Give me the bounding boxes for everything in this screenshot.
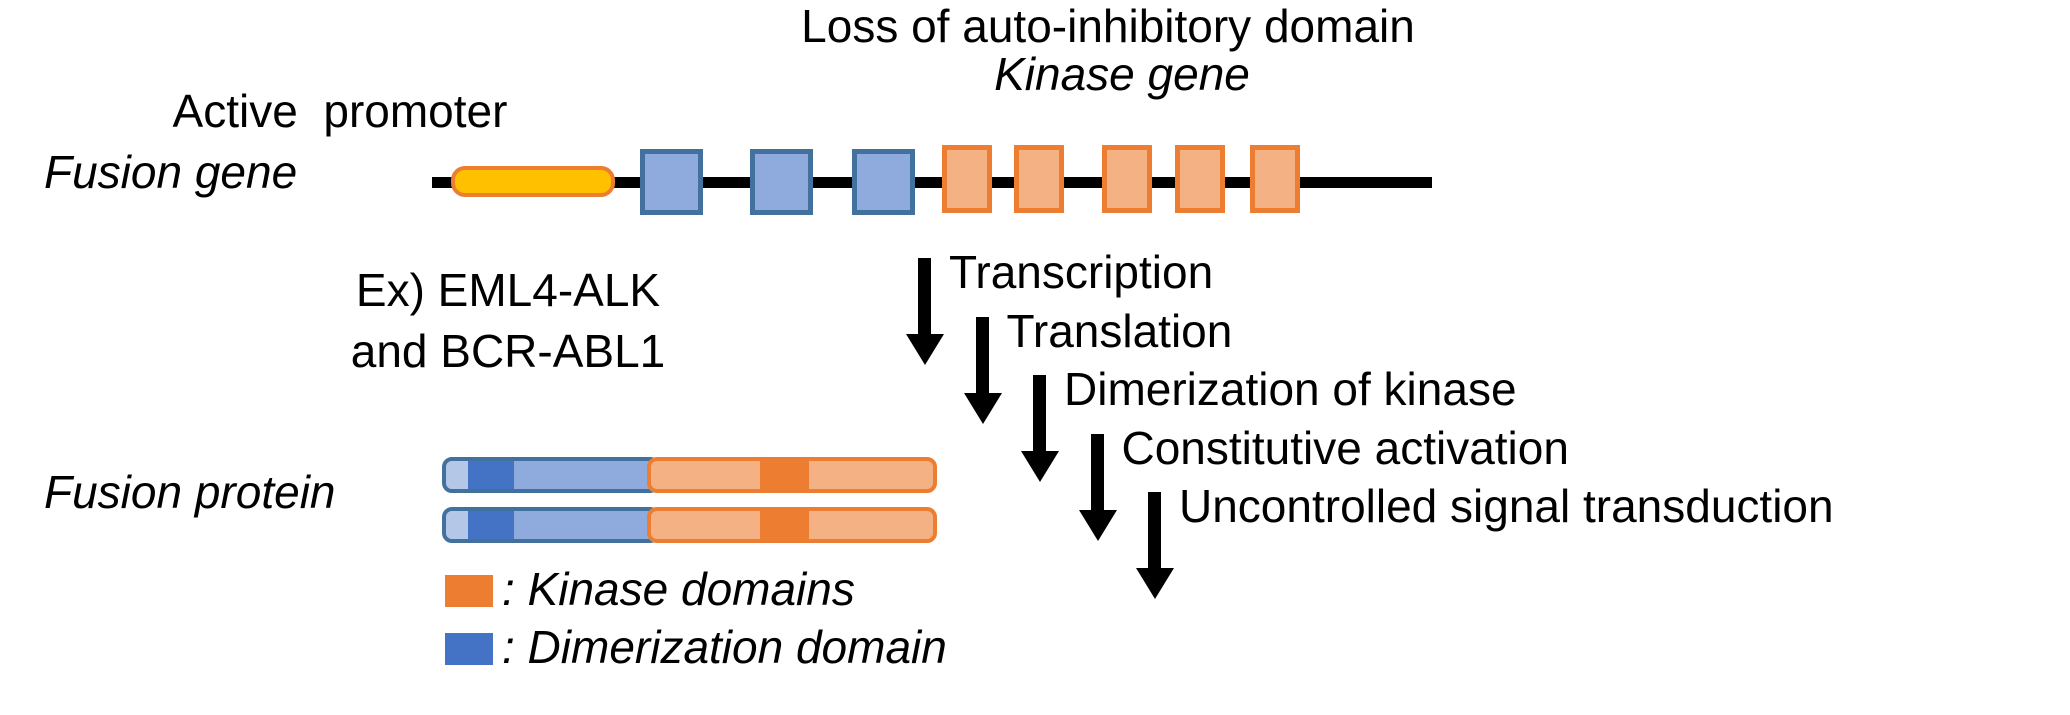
cascade-step-label: Constitutive activation	[1121, 421, 1569, 474]
arrow-head	[906, 334, 944, 365]
gene-line	[432, 177, 1432, 188]
title-kinase-gene: Kinase gene	[994, 48, 1250, 100]
kinase-exon	[1250, 145, 1300, 213]
fusion-gene-label: Fusion gene	[44, 146, 298, 198]
down-arrow-icon	[1078, 433, 1117, 541]
arrow-shaft	[1090, 433, 1104, 510]
protein-nterm-section	[442, 507, 660, 543]
cascade-step-label: Dimerization of kinase	[1064, 363, 1517, 415]
dimerization-domain-segment	[468, 511, 514, 539]
dimerization-exon	[750, 149, 813, 215]
cascade-step-label: Transcription	[949, 246, 1214, 298]
fusion-example-line2: and BCR-ABL1	[350, 325, 666, 377]
fusion-example-line1: Ex) EML4-ALK	[355, 264, 661, 316]
dimerization-domain-swatch	[445, 633, 493, 665]
kinase-domain-segment	[760, 461, 809, 489]
legend-label: : Dimerization domain	[502, 621, 947, 673]
fusion-protein-bar	[442, 507, 937, 543]
nterm-cap-segment	[446, 461, 468, 489]
active-promoter-label: Active promoter	[172, 85, 508, 137]
cascade-step-label: Uncontrolled signal transduction	[1179, 480, 1834, 532]
down-arrow-icon	[906, 258, 944, 365]
arrow-shaft	[975, 316, 989, 393]
kinase-exon	[1014, 145, 1064, 213]
arrow-head	[1078, 509, 1117, 541]
arrow-shaft	[1148, 492, 1161, 568]
protein-kinase-section	[647, 457, 937, 493]
down-arrow-icon	[1136, 492, 1174, 599]
arrow-head	[963, 392, 1002, 424]
dimerization-exon	[640, 149, 703, 215]
dimerization-exon	[852, 149, 915, 215]
cascade-step-label: Translation	[1006, 304, 1233, 357]
down-arrow-icon	[1021, 375, 1059, 482]
kinase-exon	[1175, 145, 1225, 213]
dimerization-domain-segment	[468, 461, 514, 489]
kinase-exon	[942, 145, 992, 213]
legend-label: : Kinase domains	[502, 563, 855, 615]
arrow-head	[1136, 568, 1174, 599]
kinase-exon	[1102, 145, 1152, 213]
fusion-protein-bar	[442, 457, 937, 493]
nterm-cap-segment	[446, 511, 468, 539]
arrow-shaft	[1033, 375, 1046, 451]
protein-nterm-section	[442, 457, 660, 493]
protein-kinase-section	[647, 507, 937, 543]
down-arrow-icon	[963, 316, 1002, 424]
promoter-box	[451, 166, 615, 197]
kinase-domain-segment	[760, 511, 809, 539]
fusion-protein-label: Fusion protein	[44, 466, 336, 518]
title-loss-of-auto-inhibitory-domain: Loss of auto-inhibitory domain	[801, 0, 1415, 52]
arrow-head	[1021, 451, 1059, 482]
fusion-example-label: Ex) EML4-ALK and BCR-ABL1	[351, 260, 666, 382]
kinase-domain-swatch	[445, 575, 493, 607]
arrow-shaft	[918, 258, 931, 334]
